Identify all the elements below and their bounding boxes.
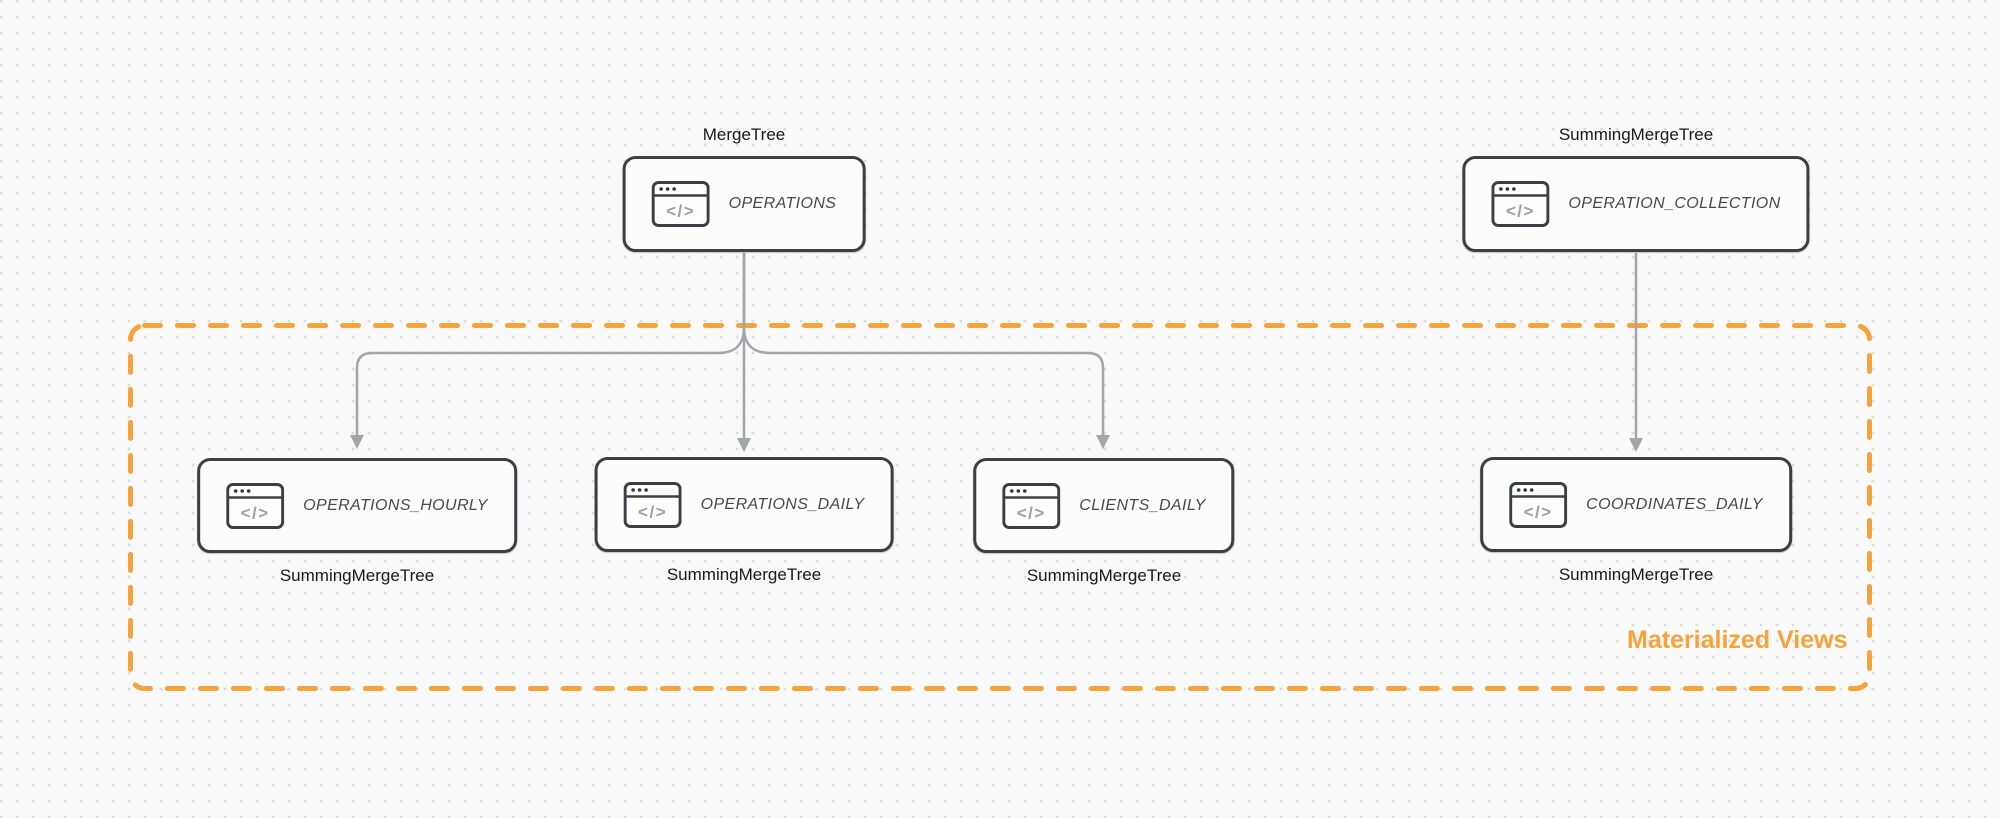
edge-operations-to-operations-hourly <box>355 253 746 435</box>
node-box-coordinates-daily[interactable]: </> COORDINATES_DAILY <box>1480 457 1792 552</box>
materialized-views-label: Materialized Views <box>1627 626 1848 654</box>
arrowhead-operations-daily <box>737 438 751 452</box>
node-box-operations[interactable]: </> OPERATIONS <box>622 156 866 252</box>
svg-text:</>: </> <box>1506 202 1535 221</box>
engine-label-operations-hourly: SummingMergeTree <box>279 566 435 585</box>
svg-text:</>: </> <box>666 202 695 221</box>
diagram-node-operations[interactable]: MergeTree </> OPERATIONS <box>622 124 866 252</box>
diagram-node-clients-daily[interactable]: </> CLIENTS_DAILY SummingMergeTree <box>973 458 1235 587</box>
engine-label-operation-collection: SummingMergeTree <box>1558 125 1714 144</box>
arrowhead-operations-hourly <box>350 435 364 449</box>
node-label: OPERATIONS_HOURLY <box>303 496 488 514</box>
svg-text:</>: </> <box>241 503 270 522</box>
code-window-icon: </> <box>1491 181 1550 227</box>
node-box-operations-hourly[interactable]: </> OPERATIONS_HOURLY <box>197 458 517 553</box>
node-label: OPERATIONS_DAILY <box>700 495 865 513</box>
engine-label-operations-daily: SummingMergeTree <box>666 565 822 584</box>
code-window-icon: </> <box>226 482 285 529</box>
diagram-node-coordinates-daily[interactable]: </> COORDINATES_DAILY SummingMergeTree <box>1480 457 1792 586</box>
engine-label-clients-daily: SummingMergeTree <box>1026 566 1182 585</box>
code-window-icon: </> <box>1509 481 1568 528</box>
arrowhead-coordinates-daily <box>1629 438 1643 452</box>
engine-label-operations: MergeTree <box>702 125 786 144</box>
node-box-operation-collection[interactable]: </> OPERATION_COLLECTION <box>1462 156 1810 252</box>
engine-label-coordinates-daily: SummingMergeTree <box>1558 565 1714 584</box>
diagram-node-operations-daily[interactable]: </> OPERATIONS_DAILY SummingMergeTree <box>594 457 894 586</box>
node-label: CLIENTS_DAILY <box>1079 496 1206 514</box>
node-label: OPERATIONS <box>728 195 837 212</box>
code-window-icon: </> <box>651 181 710 227</box>
diagram-node-operation-collection[interactable]: SummingMergeTree </> OPERATION_COLLECTIO… <box>1462 124 1810 252</box>
code-window-icon: </> <box>1002 482 1061 529</box>
svg-text:</>: </> <box>1524 502 1553 521</box>
edge-operations-to-clients-daily <box>742 253 1105 435</box>
code-window-icon: </> <box>623 481 682 528</box>
svg-text:</>: </> <box>1017 503 1046 522</box>
node-box-clients-daily[interactable]: </> CLIENTS_DAILY <box>973 458 1235 553</box>
diagram-node-operations-hourly[interactable]: </> OPERATIONS_HOURLY SummingMergeTree <box>197 458 517 587</box>
node-box-operations-daily[interactable]: </> OPERATIONS_DAILY <box>594 457 894 552</box>
arrowhead-clients-daily <box>1096 435 1110 449</box>
svg-text:</>: </> <box>638 502 667 521</box>
node-label: OPERATION_COLLECTION <box>1568 195 1781 212</box>
node-label: COORDINATES_DAILY <box>1586 495 1763 513</box>
